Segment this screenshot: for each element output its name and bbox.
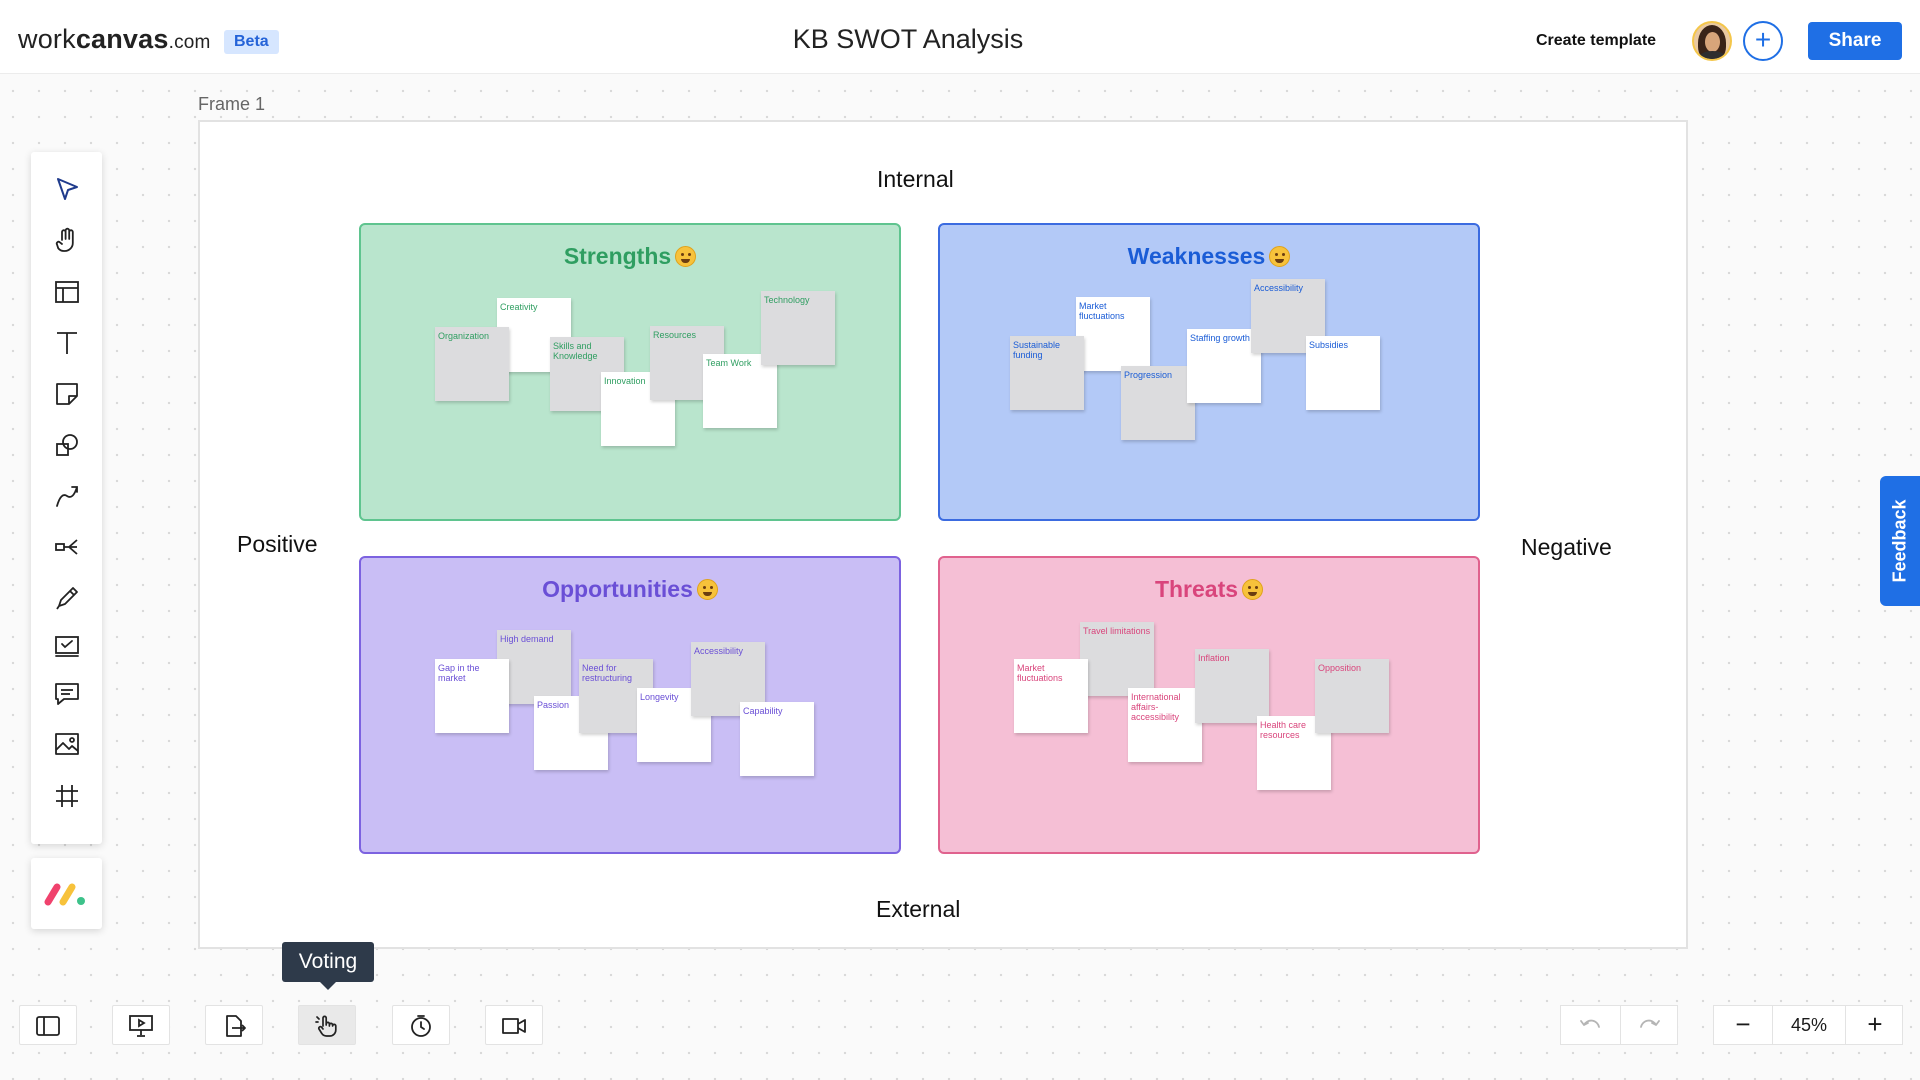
sticky-note[interactable]: Subsidies: [1306, 336, 1380, 410]
zoom-in-button[interactable]: +: [1867, 1009, 1883, 1039]
timer-icon: [411, 1015, 431, 1037]
sticky-note[interactable]: Gap in the market: [435, 659, 509, 733]
monday-logo-icon: [44, 883, 85, 906]
scream-emoji-icon: [1242, 579, 1264, 600]
invite-plus-button[interactable]: +: [1743, 21, 1783, 61]
video-camera-icon: [502, 1018, 526, 1034]
apps-menu[interactable]: [31, 858, 102, 929]
left-toolbar: [31, 152, 102, 844]
share-button[interactable]: Share: [1808, 22, 1902, 60]
create-template-button[interactable]: Create template: [1536, 32, 1657, 49]
redo-button[interactable]: [1620, 1006, 1678, 1044]
axis-internal-label: Internal: [877, 166, 954, 192]
image-icon[interactable]: [53, 730, 81, 758]
strengths-title: Strengths: [361, 243, 899, 270]
text-icon[interactable]: [53, 329, 81, 357]
hand-icon[interactable]: [53, 226, 81, 254]
workcanvas-logo[interactable]: workcanvas.com: [18, 24, 211, 55]
sticky-note[interactable]: Capability: [740, 702, 814, 776]
sticky-note-icon[interactable]: [53, 380, 81, 408]
video-button[interactable]: [485, 1005, 543, 1045]
sticky-note[interactable]: Health care resources: [1257, 716, 1331, 790]
vote-hand-icon: [315, 1015, 337, 1037]
axis-external-label: External: [876, 896, 961, 922]
frame-icon[interactable]: [53, 782, 81, 810]
sticky-note[interactable]: Market fluctuations: [1014, 659, 1088, 733]
logo-text-bold: canvas: [75, 24, 169, 54]
sticky-note[interactable]: International affairs-accessibility: [1128, 688, 1202, 762]
weaknesses-quadrant[interactable]: Weaknesses Market fluctuations Sustainab…: [938, 223, 1480, 521]
feedback-tab[interactable]: Feedback: [1880, 476, 1920, 606]
undo-icon: [1580, 1019, 1600, 1028]
user-avatar[interactable]: [1692, 21, 1732, 61]
opportunities-quadrant[interactable]: Opportunities High demand Gap in the mar…: [359, 556, 901, 854]
axis-positive-label: Positive: [237, 531, 318, 557]
sticky-note[interactable]: Organization: [435, 327, 509, 401]
mindmap-icon[interactable]: [53, 533, 81, 561]
template-icon[interactable]: [53, 278, 81, 306]
voting-tooltip: Voting: [282, 942, 374, 990]
sticky-note[interactable]: Technology: [761, 291, 835, 365]
weaknesses-title: Weaknesses: [940, 243, 1478, 270]
grinning-emoji-icon: [675, 246, 697, 267]
connector-icon[interactable]: [53, 482, 81, 510]
logo-text-domain: .com: [168, 32, 211, 53]
pen-icon[interactable]: [53, 584, 81, 612]
task-icon[interactable]: [53, 632, 81, 660]
frame-label[interactable]: Frame 1: [198, 94, 266, 114]
sticky-note[interactable]: Team Work: [703, 354, 777, 428]
strengths-quadrant[interactable]: Strengths Creativity Organization Skills…: [359, 223, 901, 521]
sticky-note[interactable]: Accessibility: [691, 642, 765, 716]
voting-button[interactable]: [298, 1005, 356, 1045]
redo-icon: [1639, 1019, 1660, 1028]
sticky-note[interactable]: Market fluctuations: [1076, 297, 1150, 371]
sticky-note[interactable]: Opposition: [1315, 659, 1389, 733]
history-controls: [1560, 1005, 1678, 1045]
axis-negative-label: Negative: [1521, 534, 1612, 560]
zoom-out-button[interactable]: −: [1735, 1009, 1751, 1039]
zoom-level: 45%: [1772, 1006, 1846, 1044]
beta-badge: Beta: [224, 30, 279, 54]
threats-quadrant[interactable]: Threats Travel limitations Market fluctu…: [938, 556, 1480, 854]
sticky-note[interactable]: Sustainable funding: [1010, 336, 1084, 410]
shapes-icon[interactable]: [53, 431, 81, 459]
comment-icon[interactable]: [53, 680, 81, 708]
logo-text-prefix: work: [18, 24, 76, 54]
timer-button[interactable]: [392, 1005, 450, 1045]
sidebar-icon: [36, 1016, 60, 1036]
sticky-note[interactable]: High demand: [497, 630, 571, 704]
board-title[interactable]: KB SWOT Analysis: [792, 24, 1024, 54]
export-button[interactable]: [205, 1005, 263, 1045]
threats-title: Threats: [940, 576, 1478, 603]
undo-button[interactable]: [1561, 1006, 1619, 1044]
sticky-note[interactable]: Staffing growth: [1187, 329, 1261, 403]
sticky-note[interactable]: Inflation: [1195, 649, 1269, 723]
zoom-controls: − 45% +: [1713, 1005, 1903, 1045]
hugging-emoji-icon: [696, 579, 718, 600]
top-bar: workcanvas.com Beta KB SWOT Analysis Cre…: [0, 0, 1920, 74]
confused-emoji-icon: [1269, 246, 1291, 267]
select-icon[interactable]: [53, 175, 81, 203]
present-button[interactable]: [112, 1005, 170, 1045]
file-export-icon: [226, 1015, 246, 1037]
presentation-icon: [129, 1015, 153, 1037]
sticky-note[interactable]: Progression: [1121, 366, 1195, 440]
opportunities-title: Opportunities: [361, 576, 899, 603]
sticky-note[interactable]: Travel limitations: [1080, 622, 1154, 696]
panel-toggle-button[interactable]: [19, 1005, 77, 1045]
